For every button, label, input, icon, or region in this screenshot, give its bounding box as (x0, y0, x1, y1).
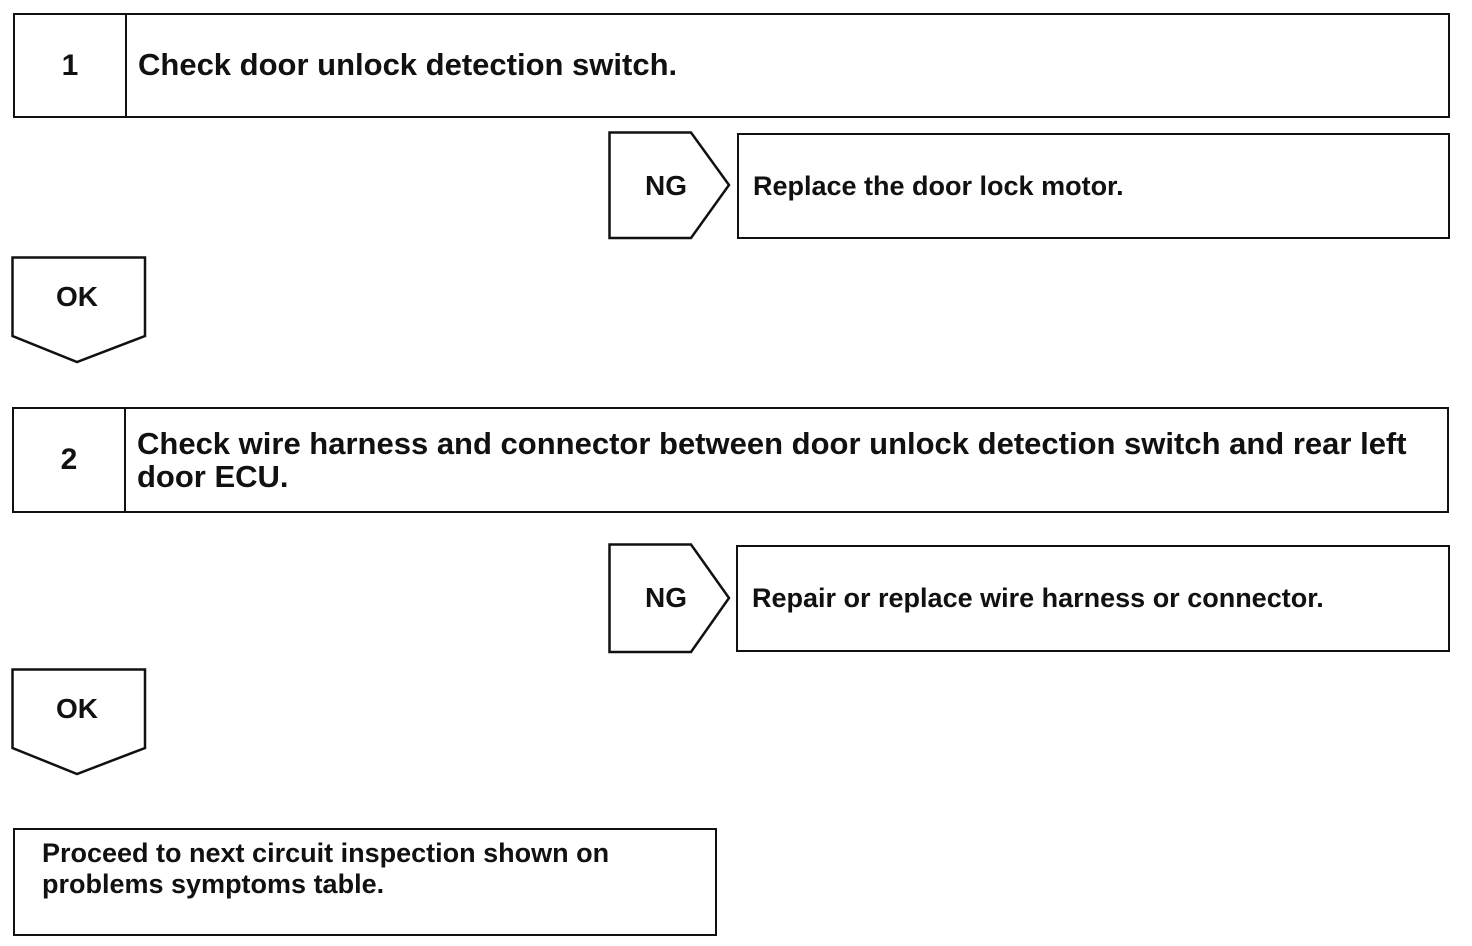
step-1-ng-arrow (608, 131, 731, 240)
step-1-text: Check door unlock detection switch. (138, 47, 678, 82)
step-2-number: 2 (14, 409, 126, 511)
step-1-box: 1 Check door unlock detection switch. (13, 13, 1450, 118)
final-action-box: Proceed to next circuit inspection shown… (13, 828, 717, 936)
step-2-ng-arrow (608, 543, 731, 654)
step-1-ng-label: NG (645, 170, 687, 201)
step-1-ng-action: Replace the door lock motor. (737, 133, 1450, 239)
step-2-ng-action: Repair or replace wire harness or connec… (736, 545, 1450, 652)
step-2-ng-label: NG (645, 582, 687, 613)
step-2-ok-arrow (11, 668, 147, 776)
step-2-text: Check wire harness and connector between… (137, 426, 1407, 494)
step-1-ok-arrow (11, 256, 147, 364)
step-1-ok-label: OK (56, 281, 98, 312)
final-action-text: Proceed to next circuit inspection shown… (42, 838, 610, 899)
step-2-box: 2 Check wire harness and connector betwe… (12, 407, 1449, 513)
step-1-ng-action-text: Replace the door lock motor. (753, 170, 1124, 201)
step-2-ok-label: OK (56, 693, 98, 724)
step-1-number: 1 (15, 15, 127, 116)
step-2-ng-action-text: Repair or replace wire harness or connec… (752, 583, 1324, 613)
